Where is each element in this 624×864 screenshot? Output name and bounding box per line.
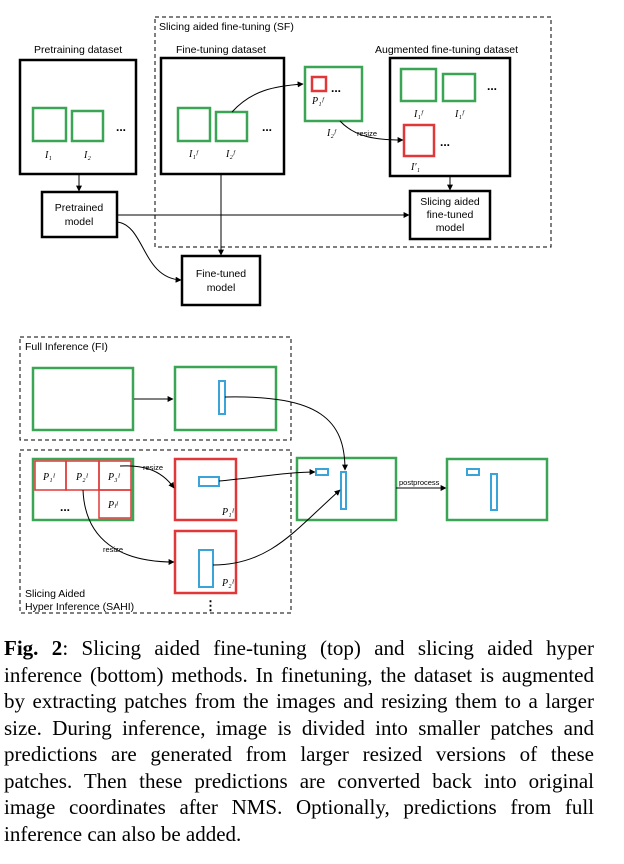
sahi-input-image (31, 457, 135, 522)
resized-patch-2-detection (198, 549, 214, 588)
resized-patch-2 (173, 529, 238, 595)
pretraining-ellipsis: ... (116, 120, 126, 134)
finetuning-dataset-title: Fine-tuning dataset (176, 44, 266, 56)
sahi-patch-pl (98, 489, 132, 519)
pretraining-image-2 (70, 109, 105, 143)
sf-model-line-3: model (436, 222, 465, 234)
resized-patch-1-label: P₁ᴵ (221, 507, 235, 518)
augmented-resized-patch (402, 123, 436, 158)
finetuned-model-line-1: Fine-tuned (196, 268, 246, 280)
sahi-input-ellipsis: ... (60, 500, 70, 514)
arrow-image-to-slice (231, 81, 304, 113)
figure-caption: Fig. 2: Slicing aided fine-tuning (top) … (4, 635, 594, 847)
pretraining-dataset-box (18, 58, 138, 176)
arrow-fi-to-merged (224, 396, 348, 471)
final-detection-small (466, 468, 480, 476)
symbol-i1-prime: I′₁ (410, 162, 420, 173)
resize-label-2: resize (103, 545, 123, 554)
symbol-i1: I₁ (44, 150, 52, 161)
symbol-i2f: I₂ᶠ (225, 149, 237, 160)
patch-label-p2: P₂ᴵ (75, 472, 89, 483)
merged-detection-tall (340, 471, 347, 510)
resized-patch-2-label: P₂ᴵ (221, 578, 235, 589)
symbol-p1f: P₁ᶠ (311, 96, 326, 107)
postprocess-label: postprocess (399, 478, 440, 487)
resize-label-top: resize (357, 129, 377, 138)
patch-p1f (310, 75, 328, 93)
sf-model-line-2: fine-tuned (427, 209, 474, 221)
fi-input-image (31, 366, 135, 432)
augmented-dataset-title: Augmented fine-tuning dataset (375, 44, 518, 56)
finetuning-image-2 (214, 110, 249, 143)
pretraining-dataset-title: Pretraining dataset (34, 44, 122, 56)
fi-detection-box (218, 380, 226, 415)
sliced-image (303, 65, 364, 123)
finetuned-model-box (180, 254, 262, 307)
sahi-label-line-1: Slicing Aided (25, 588, 85, 600)
merged-image (295, 456, 398, 522)
final-output-image (445, 457, 549, 522)
symbol-i2: I₂ (83, 150, 91, 161)
finetuned-model-line-2: model (207, 282, 236, 294)
final-detection-tall (490, 473, 498, 511)
sahi-label-line-2: Hyper Inference (SAHI) (25, 601, 134, 613)
arrow-pretrained-to-finetuned-model (116, 221, 182, 283)
resize-label-1: resize (143, 463, 163, 472)
arrow-resize-patch-1 (119, 465, 175, 489)
sf-model-box (408, 189, 492, 241)
pretrained-model-line-2: model (65, 216, 94, 228)
arrow-resize-patch-2 (82, 489, 175, 565)
augmented-ellipsis-top: ... (487, 79, 497, 93)
resized-patch-1 (173, 457, 238, 522)
fi-output-image (173, 365, 278, 432)
symbol-i1f-aug: I₁ᶠ (413, 109, 425, 120)
augmented-dataset-box (388, 56, 512, 178)
pretraining-image-1 (31, 106, 68, 143)
arrow-patch-1-to-merged (218, 469, 316, 482)
augmented-image-1 (399, 67, 438, 103)
finetuning-image-1 (176, 106, 212, 143)
symbol-i1f-aug-2: I₁ᶠ (454, 109, 466, 120)
patch-label-p3: P₃ᴵ (107, 472, 121, 483)
finetuning-dataset-box (159, 56, 286, 176)
caption-text: : Slicing aided fine-tuning (top) and sl… (4, 636, 594, 846)
patch-label-p1: P₁ᴵ (42, 472, 56, 483)
symbol-i2f-sliced: I₂ᶠ (326, 128, 338, 139)
fi-group-label: Full Inference (FI) (25, 341, 108, 353)
caption-label: Fig. 2 (4, 636, 63, 660)
finetuning-ellipsis: ... (262, 120, 272, 134)
sf-group-frame (154, 16, 552, 248)
sf-group-label: Slicing aided fine-tuning (SF) (159, 21, 294, 33)
vertical-ellipsis: ⋮ (204, 598, 217, 613)
resized-patch-1-detection (198, 476, 220, 487)
sf-model-line-1: Slicing aided (420, 196, 480, 208)
merged-detection-small (315, 468, 329, 476)
augmented-ellipsis-bottom: ... (440, 135, 450, 149)
symbol-i1f: I₁ᶠ (188, 149, 200, 160)
pretrained-model-box (40, 190, 119, 239)
sliced-ellipsis: ... (331, 81, 341, 95)
sahi-group-frame (19, 449, 292, 614)
arrow-patch-2-to-merged (212, 489, 341, 566)
pretrained-model-line-1: Pretrained (55, 202, 104, 214)
patch-label-pl: Pₗᴵ (107, 500, 119, 511)
arrow-resize-patch (339, 120, 404, 143)
augmented-image-2 (441, 72, 477, 103)
fi-group-frame (19, 336, 292, 441)
method-diagram: Slicing aided fine-tuning (SF) Pretraini… (18, 16, 552, 614)
